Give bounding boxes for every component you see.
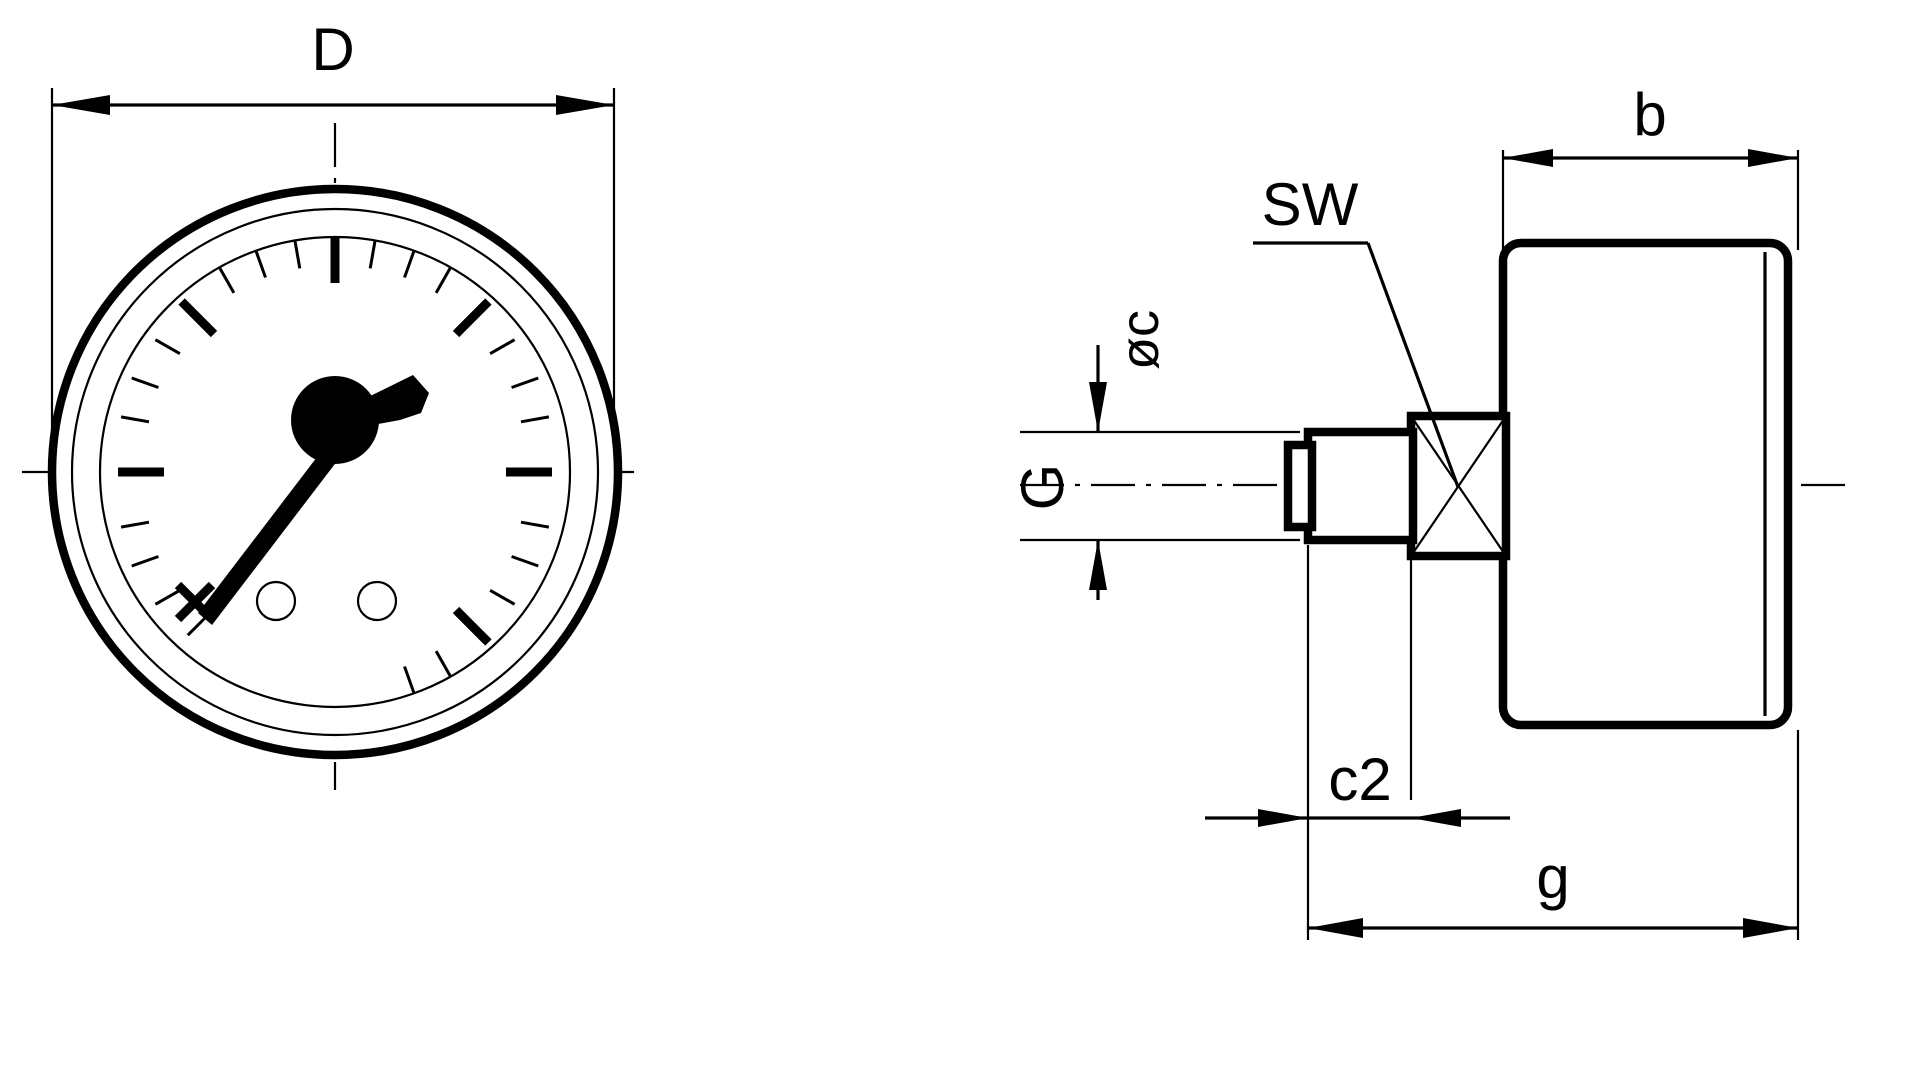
pointer-hub — [291, 376, 379, 464]
dimension-SW: SW — [1253, 171, 1460, 488]
mounting-hole-right — [356, 580, 398, 622]
arrowhead-phic-bottom — [1089, 540, 1107, 590]
arrowhead-b-right — [1748, 149, 1798, 167]
dimension-g: g — [1306, 730, 1800, 940]
dimension-label-g: g — [1536, 844, 1569, 911]
side-view-gauge-body: b SW øc G — [1009, 81, 1845, 940]
dimension-G: G — [1009, 464, 1076, 511]
dimension-b: b — [1501, 81, 1800, 250]
gauge-scale-ticks — [118, 237, 552, 694]
mounting-hole-left — [255, 580, 297, 622]
gauge-case-outline — [1498, 238, 1793, 730]
pointer-needle-body — [198, 440, 344, 625]
dimension-label-b: b — [1633, 81, 1666, 148]
thread-shoulder — [1283, 440, 1317, 532]
arrowhead-c2-left — [1258, 809, 1308, 827]
gauge-pointer — [198, 375, 429, 625]
arrowhead-g-right — [1743, 918, 1798, 938]
dimension-label-SW: SW — [1262, 171, 1359, 238]
thread-stem-outline — [1303, 427, 1418, 545]
sw-leader-diagonal — [1366, 242, 1460, 488]
arrowhead-right — [556, 95, 614, 115]
front-view-gauge-dial: D — [22, 16, 645, 790]
arrowhead-g-left — [1308, 918, 1363, 938]
arrowhead-b-left — [1503, 149, 1553, 167]
dimension-label-G: G — [1009, 464, 1076, 511]
gauge-dial-circle — [98, 235, 572, 709]
arrowhead-left — [52, 95, 110, 115]
dimension-label-phi-c: øc — [1110, 310, 1170, 370]
dimension-label-c2: c2 — [1328, 746, 1391, 813]
dimension-label-D: D — [311, 16, 354, 83]
dimension-c2: c2 — [1205, 545, 1510, 830]
arrowhead-phic-top — [1089, 382, 1107, 432]
arrowhead-c2-right — [1411, 809, 1461, 827]
dimension-phi-c: øc — [1089, 310, 1170, 600]
